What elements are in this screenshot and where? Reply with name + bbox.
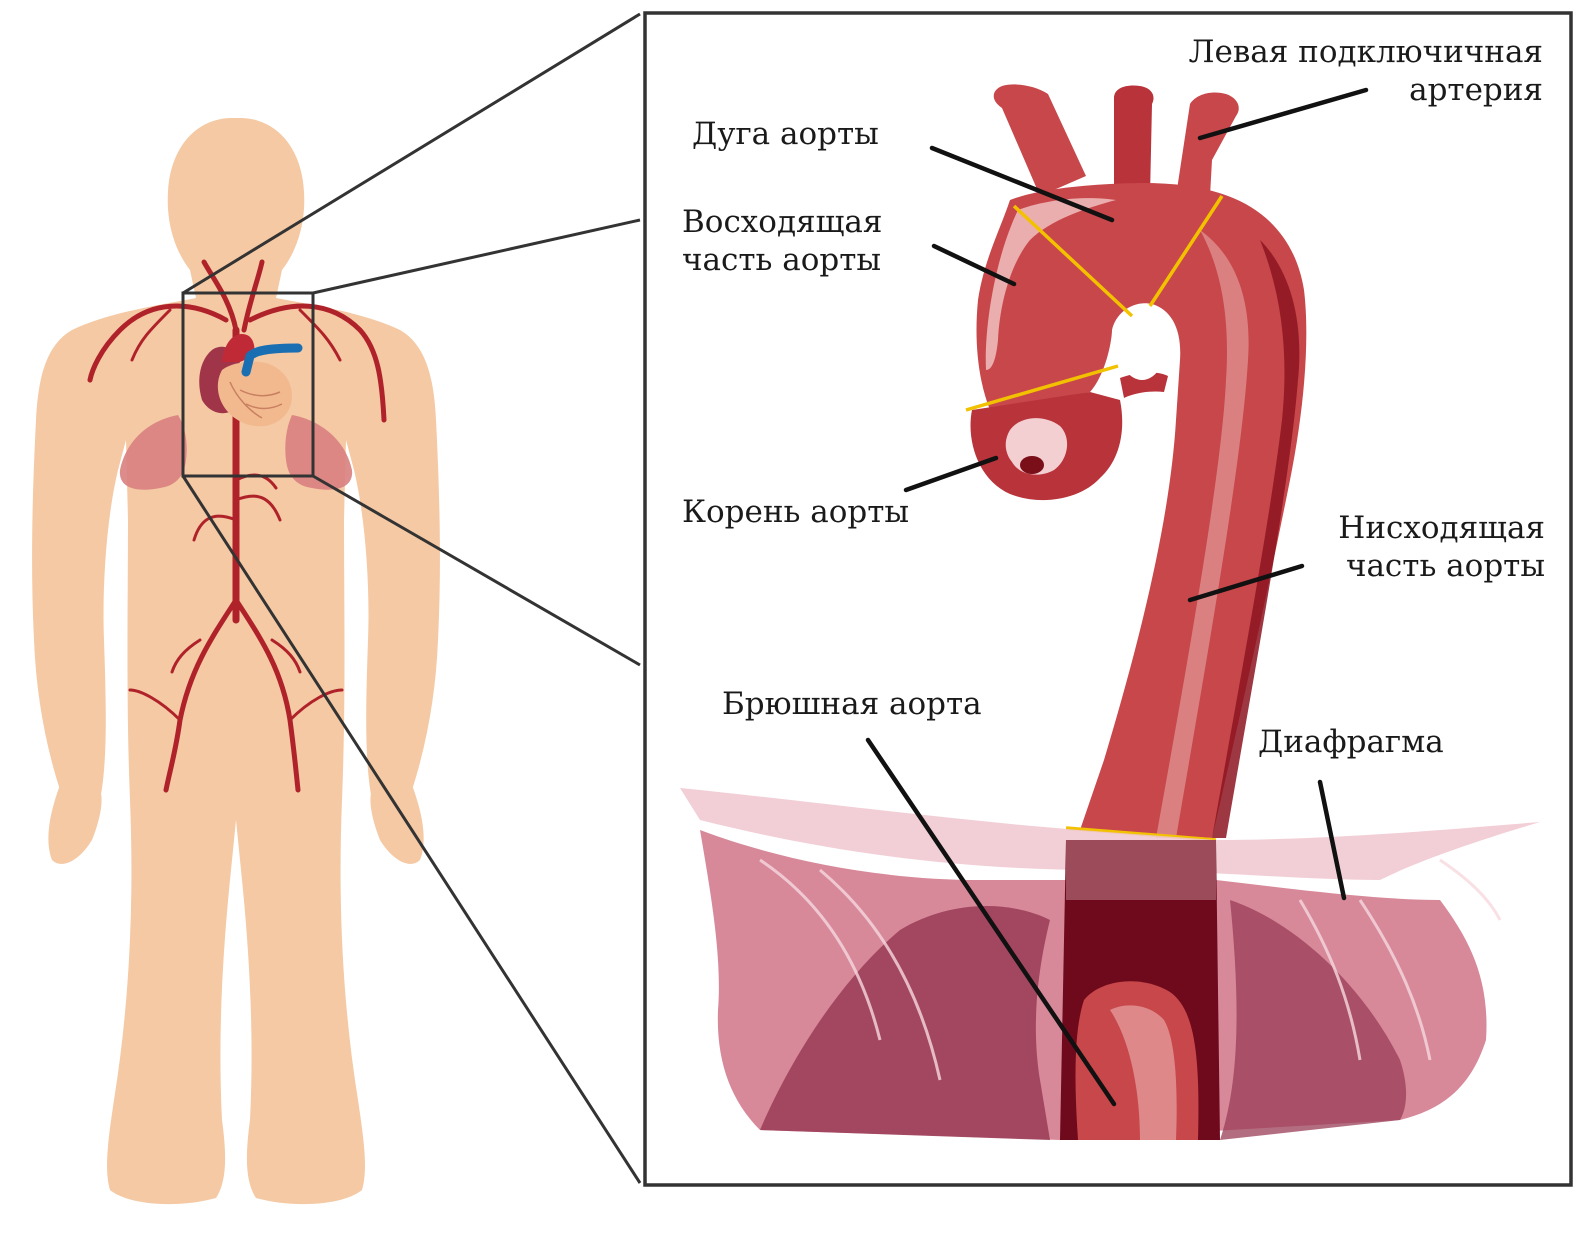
label-left-subclavian-line2: артерия	[1409, 72, 1543, 108]
label-descending-line1: Нисходящая	[1338, 510, 1545, 546]
label-abdominal-aorta: Брюшная аорта	[722, 686, 982, 722]
aortic-root-opening	[1020, 456, 1044, 474]
body-silhouette	[32, 118, 440, 1204]
label-aortic-arch: Дуга аорты	[692, 116, 879, 152]
label-ascending-line1: Восходящая	[682, 204, 882, 240]
left-common-carotid	[1114, 86, 1154, 197]
human-body-figure	[32, 118, 440, 1204]
label-diaphragm: Диафрагма	[1258, 724, 1444, 760]
label-ascending-line2: часть аорты	[682, 242, 881, 278]
arch-inner-space	[1118, 308, 1166, 380]
diaphragm-overlay	[1066, 840, 1216, 900]
label-left-subclavian-line1: Левая подключичная	[1189, 34, 1543, 70]
label-aortic-root: Корень аорты	[682, 494, 909, 530]
right-hand	[370, 780, 423, 864]
label-descending-line2: часть аорты	[1346, 548, 1545, 584]
left-hand	[48, 780, 101, 864]
